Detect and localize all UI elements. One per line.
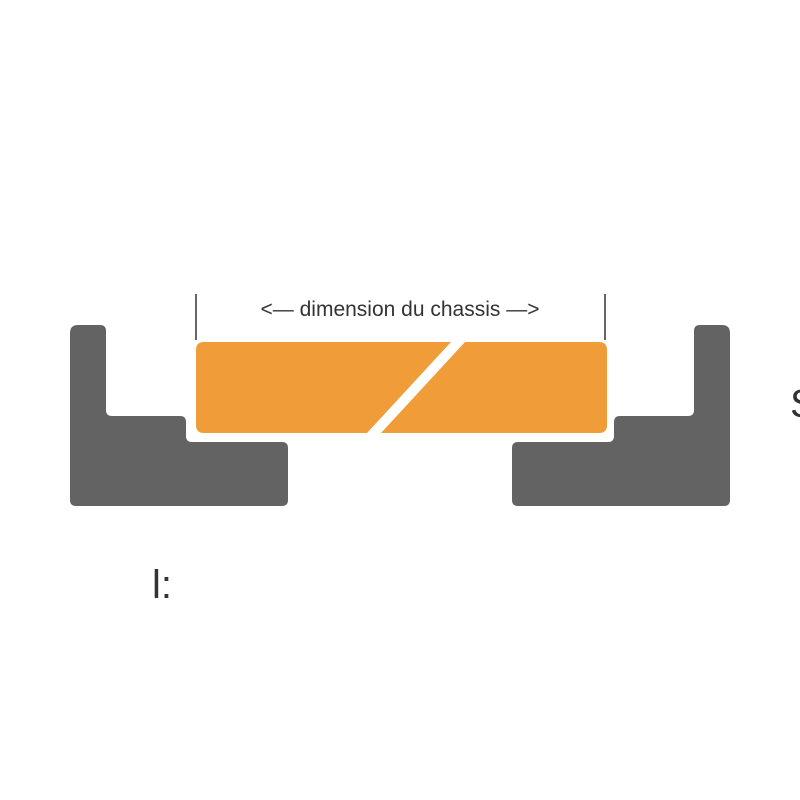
chassis-right-half <box>381 342 607 433</box>
left-frame-profile <box>70 325 288 506</box>
dimension-label: <— dimension du chassis —> <box>261 298 540 321</box>
right-frame-profile <box>512 325 730 506</box>
right-edge-glyph: S <box>790 382 800 426</box>
lower-edge-glyph: l: <box>152 563 172 607</box>
chassis-left-half <box>196 342 451 433</box>
